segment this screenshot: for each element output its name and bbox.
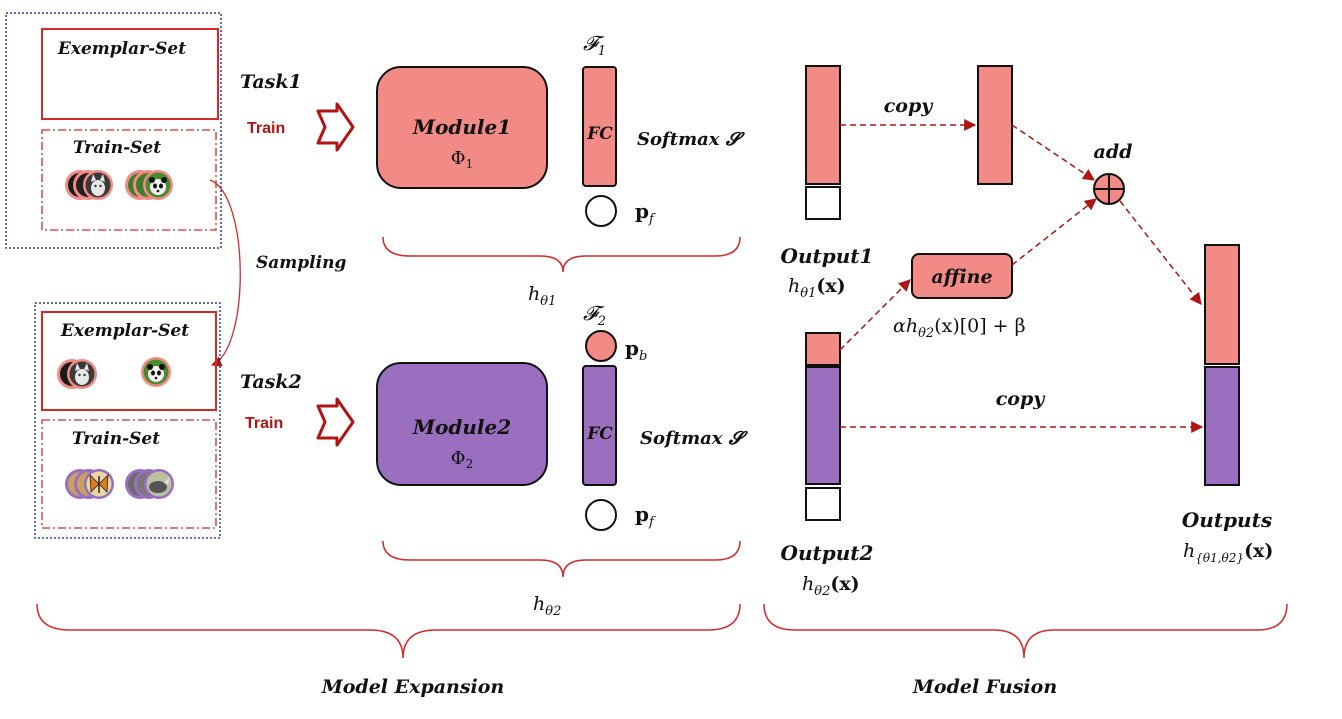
butterfly-image-icon	[65, 469, 114, 499]
fc1-layer	[582, 66, 617, 187]
h-theta1-label: hθ1	[528, 283, 556, 309]
h-theta2-label: hθ2	[533, 593, 561, 619]
pf2-label: pf	[635, 502, 656, 530]
model-fusion-brace	[763, 603, 1288, 659]
outputs-purple-block	[1204, 366, 1240, 486]
output2-empty-block	[805, 487, 841, 521]
task2-train-arrow	[316, 397, 355, 447]
panda-image-icon	[125, 170, 173, 200]
task1-exemplar-set-label: Exemplar-Set	[57, 39, 186, 59]
model-expansion-label: Model Expansion	[321, 676, 505, 698]
output1-formula: hθ1(x)	[788, 275, 846, 301]
cat-image-icon	[65, 170, 113, 200]
softmax2-label: Softmax 𝓢	[640, 428, 749, 449]
task2-data-panel	[34, 302, 221, 539]
fc1-label: FC	[586, 124, 613, 144]
outputs-label: Outputs	[1182, 508, 1272, 532]
pf2-node	[585, 499, 617, 531]
task1-train-set-box	[41, 129, 217, 231]
output1-pink-block	[805, 65, 841, 185]
fc2-label: FC	[586, 424, 613, 444]
add-label: add	[1094, 141, 1133, 163]
task1-train-arrow	[316, 102, 355, 152]
pf1-label: pf	[635, 199, 656, 227]
task2-train-label: Train	[245, 415, 283, 432]
output2-label: Output2	[781, 541, 874, 565]
outputs-formula: h{θ1,θ2}(x)	[1183, 540, 1273, 565]
task2-train-set-label: Train-Set	[72, 429, 160, 449]
task1-train-label: Train	[247, 120, 285, 137]
module2-block	[376, 362, 548, 486]
output1-label: Output1	[781, 244, 874, 268]
module1-block	[376, 66, 548, 189]
module1-symbol: Φ1	[451, 148, 473, 171]
output2-purple-block	[805, 366, 841, 485]
fc1-name: 𝓕1	[583, 31, 606, 59]
pf1-node	[585, 195, 617, 227]
module2-name: Module2	[412, 415, 511, 439]
panda-image-icon	[141, 357, 171, 387]
h-theta2-brace	[382, 540, 741, 578]
model-expansion-brace	[36, 603, 741, 659]
task1-label: Task1	[240, 71, 302, 93]
model-fusion-label: Model Fusion	[912, 676, 1057, 698]
task2-exemplar-set-box	[41, 311, 217, 411]
module1-name: Module1	[412, 115, 511, 139]
fc2-layer	[582, 365, 617, 486]
affine-label: affine	[931, 266, 992, 288]
affine-formula: αhθ2(x)[0] + β	[893, 315, 1026, 341]
copied-to-add-arrow	[1011, 124, 1095, 181]
sampling-arrow	[209, 179, 241, 367]
affine-block	[911, 253, 1013, 299]
task1-data-panel	[5, 12, 222, 249]
task1-train-set-label: Train-Set	[73, 138, 161, 158]
output2-to-affine-arrow	[839, 279, 911, 351]
task2-train-set-box	[41, 419, 217, 529]
sampling-label: Sampling	[256, 253, 346, 273]
add-to-outputs-arrow	[1119, 200, 1202, 305]
module2-symbol: Φ2	[451, 448, 473, 471]
rhino-image-icon	[125, 469, 174, 499]
copy-top-label: copy	[884, 95, 935, 117]
pb-label: pb	[625, 336, 647, 364]
task2-exemplar-set-label: Exemplar-Set	[60, 321, 189, 341]
softmax1-label: Softmax 𝓢	[637, 129, 746, 150]
output2-formula: hθ2(x)	[802, 573, 860, 599]
pb-node	[585, 330, 617, 362]
output2-pink-block	[805, 332, 841, 366]
task1-exemplar-set-box	[41, 28, 219, 120]
task2-label: Task2	[240, 371, 302, 393]
copied-pink-block	[977, 65, 1013, 185]
affine-to-add-arrow	[1011, 198, 1097, 266]
fc2-name: 𝓕2	[583, 301, 606, 329]
outputs-pink-block	[1204, 244, 1240, 365]
output1-empty-block	[805, 186, 841, 220]
copy-bottom-label: copy	[996, 388, 1047, 410]
h-theta1-brace	[382, 236, 741, 273]
cat-image-icon	[57, 359, 97, 389]
